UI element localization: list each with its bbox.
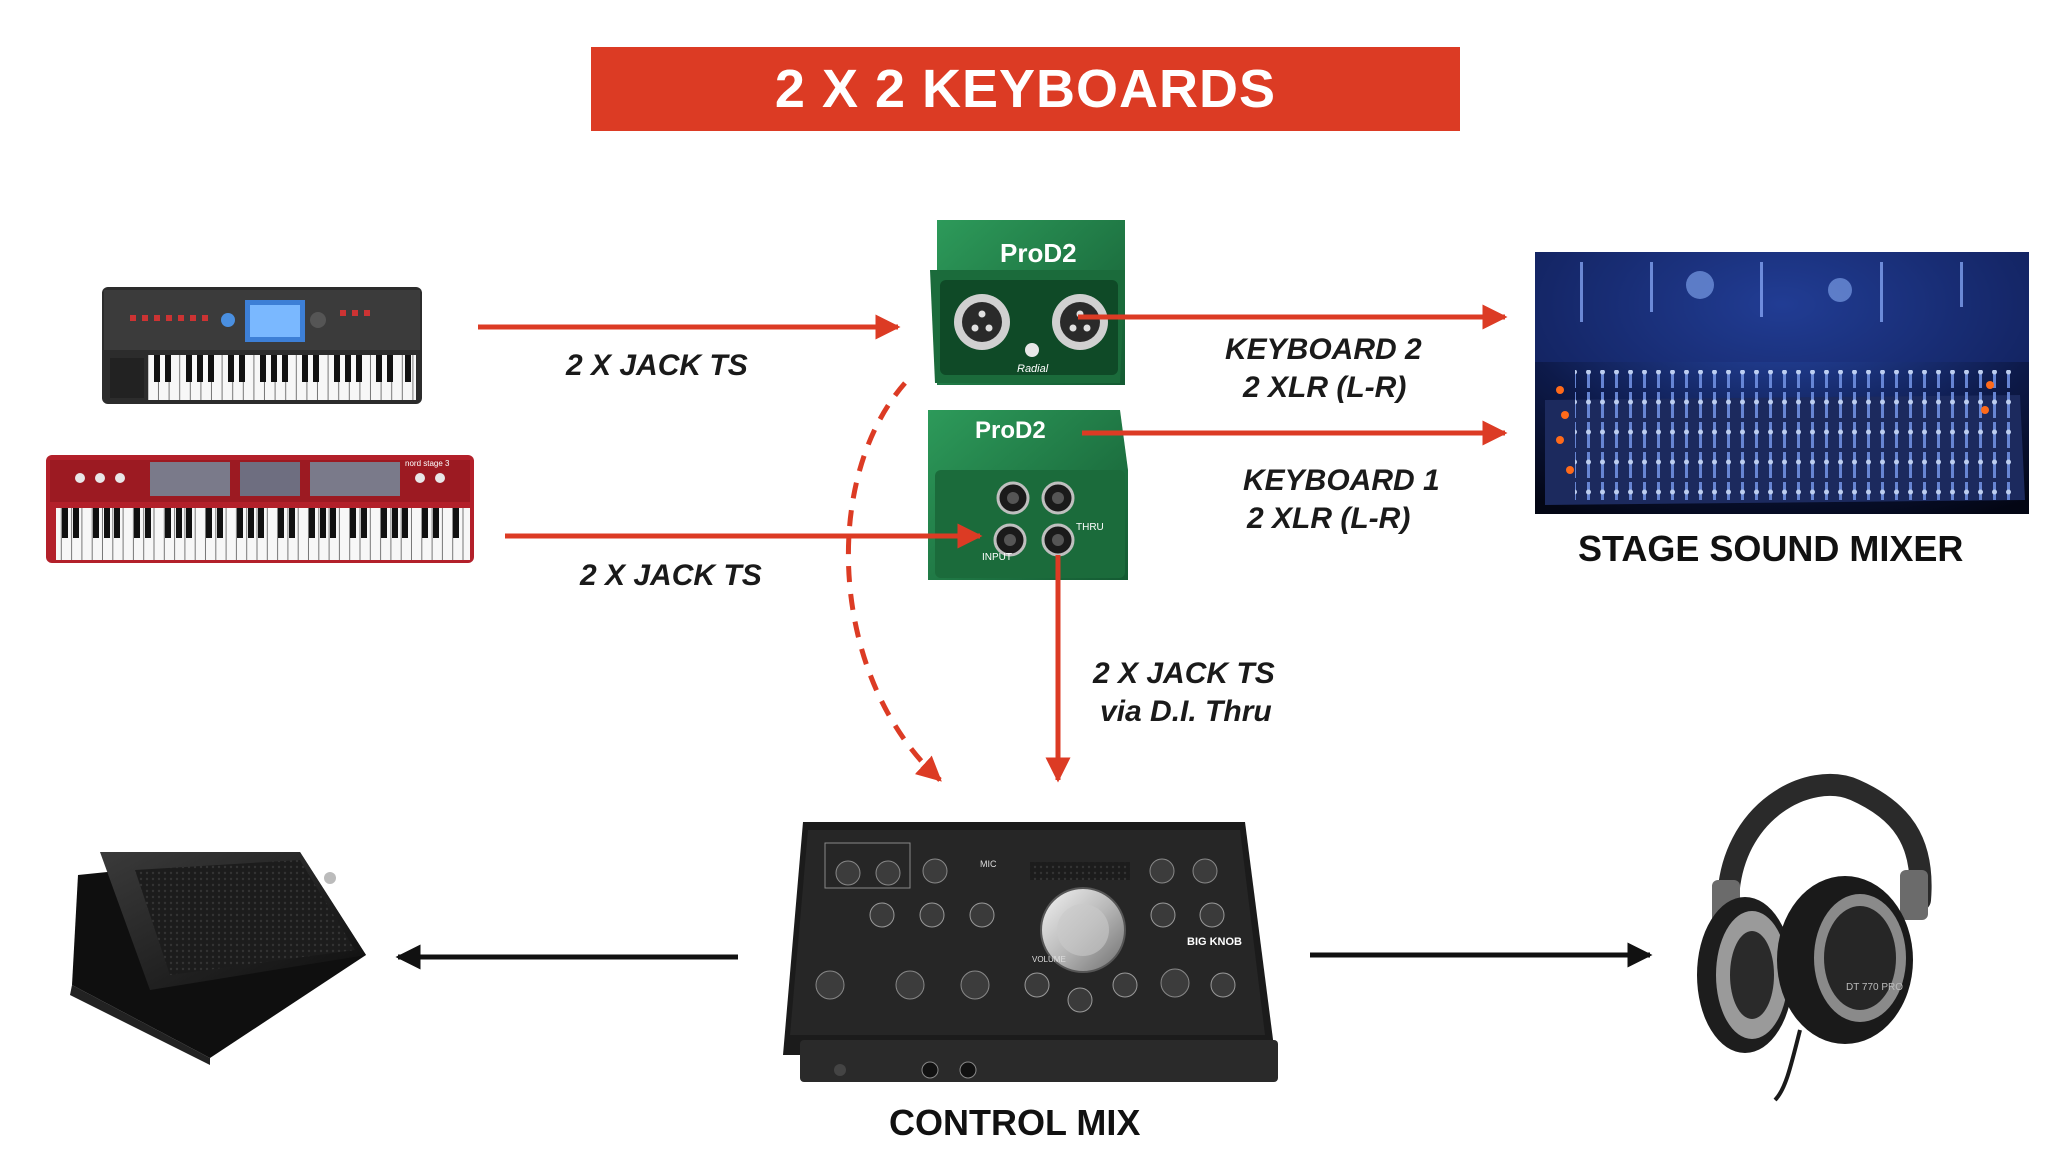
arrow-dashed-to-control [845, 381, 942, 782]
headphones-image: DT 770 PRO [1697, 774, 1932, 1102]
caption-control-mix: CONTROL MIX [889, 1102, 1141, 1143]
monitor-speaker-image [70, 852, 366, 1065]
nord-logo-text: nord stage 3 [405, 459, 450, 468]
keyboard-bottom-image: nord stage 3 [46, 455, 474, 563]
title-banner: 2 X 2 KEYBOARDS [591, 47, 1460, 131]
bk-volume-label: VOLUME [1032, 955, 1066, 964]
label-thru-via: via D.I. Thru [1100, 695, 1272, 728]
label-keyboard-1-xlr: 2 XLR (L-R) [1247, 502, 1411, 535]
di-top-model: ProD2 [1000, 238, 1077, 268]
label-kb-bottom-cable: 2 X JACK TS [580, 559, 762, 592]
label-thru-cable: 2 X JACK TS [1093, 657, 1275, 690]
label-keyboard-1: KEYBOARD 1 [1243, 464, 1440, 497]
di-top-brand: Radial [1017, 363, 1049, 375]
bk-brand-label: BIG KNOB [1187, 936, 1242, 948]
caption-stage-mixer: STAGE SOUND MIXER [1578, 528, 1964, 569]
headphone-model-label: DT 770 PRO [1846, 982, 1903, 993]
di-bottom-input-label: INPUT [982, 552, 1012, 563]
title-text: 2 X 2 KEYBOARDS [774, 59, 1277, 119]
connector-arrows [395, 304, 1653, 970]
di-box-top-image: Radial ProD2 [930, 220, 1125, 385]
bk-mic-label: MIC [980, 859, 997, 869]
stage-mixer-image [1535, 252, 2029, 514]
label-keyboard-2: KEYBOARD 2 [1225, 333, 1422, 366]
di-bottom-thru-label: THRU [1076, 522, 1104, 533]
label-kb-top-cable: 2 X JACK TS [566, 349, 748, 382]
control-mix-image: MIC BIG KNOB VOLUME [783, 822, 1278, 1082]
label-keyboard-2-xlr: 2 XLR (L-R) [1243, 371, 1407, 404]
di-bottom-model: ProD2 [975, 417, 1046, 444]
keyboard-top-image [102, 287, 422, 404]
